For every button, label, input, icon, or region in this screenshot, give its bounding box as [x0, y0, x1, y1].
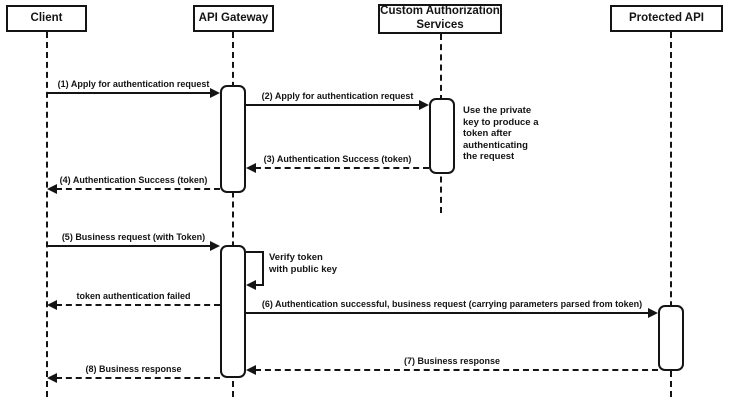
- arrowhead-left-icon: [246, 163, 256, 173]
- note-line: the request: [463, 151, 515, 162]
- note-line: Use the private: [463, 105, 532, 116]
- message-4-label: (4) Authentication Success (token): [59, 175, 208, 186]
- lifeline-api-gateway: [232, 32, 234, 397]
- message-8-line: [56, 377, 220, 379]
- message-4-line: [56, 188, 220, 190]
- message-1-label: (1) Apply for authentication request: [57, 79, 210, 90]
- lifeline-client: [46, 32, 48, 397]
- actor-client-label: Client: [30, 11, 63, 24]
- activation-protected-api: [658, 305, 684, 371]
- message-6-line: [246, 312, 649, 314]
- actor-api-gateway-label: API Gateway: [198, 11, 269, 24]
- self-message-label-line: with public key: [269, 263, 338, 275]
- actor-protected-api-label: Protected API: [629, 11, 704, 24]
- actor-client: Client: [6, 5, 87, 32]
- arrowhead-right-icon: [210, 241, 220, 251]
- message-3-label: (3) Authentication Success (token): [263, 154, 412, 165]
- message-7-line: [255, 369, 658, 371]
- message-6-label: (6) Authentication successful, business …: [261, 299, 643, 310]
- actor-api-gateway: API Gateway: [193, 5, 274, 32]
- arrowhead-right-icon: [419, 100, 429, 110]
- arrowhead-left-icon: [246, 365, 256, 375]
- actor-protected-api: Protected API: [610, 5, 723, 32]
- message-1-line: [47, 92, 211, 94]
- message-5-label: (5) Business request (with Token): [61, 232, 206, 243]
- note-line: authenticating: [463, 139, 528, 151]
- note-line: key to produce a: [463, 116, 539, 128]
- note-private-key: Use the private key to produce a token a…: [463, 105, 539, 163]
- message-token-failed-line: [56, 304, 220, 306]
- self-message-right-segment: [262, 251, 264, 285]
- message-2-line: [246, 104, 420, 106]
- message-3-line: [255, 167, 429, 169]
- arrowhead-right-icon: [648, 308, 658, 318]
- activation-custom-authorization-services: [429, 98, 455, 174]
- self-message-label-line: Verify token: [269, 252, 323, 263]
- activation-api-gateway-auth: [220, 85, 246, 193]
- activation-api-gateway-business: [220, 245, 246, 378]
- message-7-label: (7) Business response: [403, 356, 501, 367]
- self-message-label: Verify token with public key: [269, 252, 337, 275]
- actor-custom-authorization-services-label: Custom Authorization Services: [380, 5, 500, 31]
- message-2-label: (2) Apply for authentication request: [261, 91, 414, 102]
- self-message-top-segment: [246, 251, 264, 253]
- actor-custom-authorization-services: Custom Authorization Services: [378, 4, 502, 34]
- lifeline-protected-api: [670, 32, 672, 397]
- self-message-return-line: [255, 284, 264, 286]
- arrowhead-left-icon: [47, 373, 57, 383]
- message-5-line: [47, 245, 211, 247]
- arrowhead-left-icon: [47, 300, 57, 310]
- arrowhead-right-icon: [210, 88, 220, 98]
- note-line: token after: [463, 128, 512, 139]
- arrowhead-left-icon: [246, 280, 256, 290]
- message-token-failed-label: token authentication failed: [76, 291, 191, 302]
- arrowhead-left-icon: [47, 184, 57, 194]
- message-8-label: (8) Business response: [85, 364, 182, 375]
